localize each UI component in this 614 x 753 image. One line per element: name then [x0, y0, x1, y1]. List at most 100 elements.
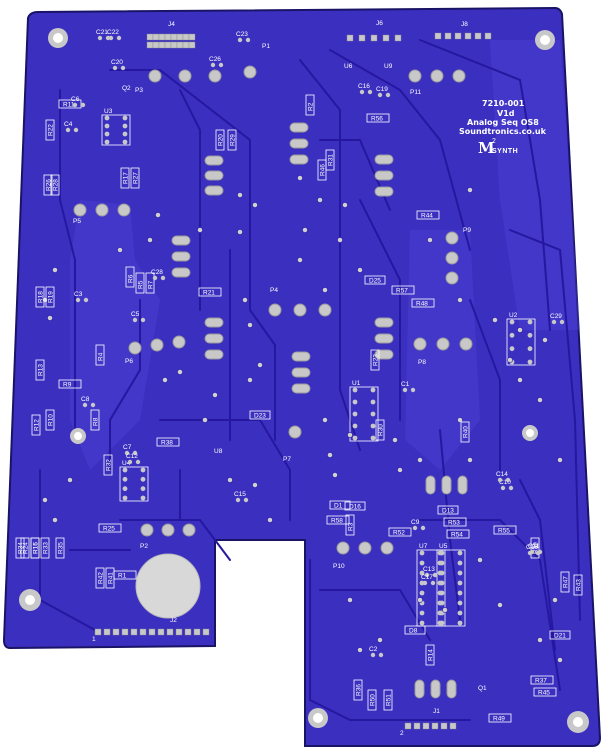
capacitor-label: C13: [423, 566, 435, 573]
capacitor-c10: C10: [499, 479, 514, 491]
diode-label: D1: [334, 503, 343, 510]
capacitor-c17: C17: [421, 574, 436, 586]
connector-label-j1: J1: [433, 708, 440, 715]
resistor-r38: R38: [156, 437, 180, 447]
capacitor-label: C21: [96, 29, 108, 36]
capacitor-c15: C15: [234, 491, 249, 503]
trimmer-pads: [171, 122, 468, 699]
resistor-label: R30: [378, 424, 385, 436]
capacitor-label: C8: [81, 396, 90, 403]
resistor-r39: R39: [530, 537, 540, 559]
resistor-label: R10: [48, 414, 55, 426]
resistor-label: R23: [373, 354, 380, 366]
diode-d23: D23: [249, 410, 271, 420]
resistor-label: R31: [328, 154, 335, 166]
resistor-label: R43: [576, 579, 583, 591]
resistor-label: R58: [331, 518, 343, 525]
resistor-r6: R6: [125, 266, 135, 288]
resistor-label: R37: [535, 678, 547, 685]
pot-p2-body: [135, 553, 201, 619]
pot-label-p4: P4: [270, 287, 278, 294]
diode-d21: D21: [549, 630, 571, 640]
diode-d25: D25: [364, 275, 386, 285]
mounting-hole-bottom-mid: [308, 708, 328, 728]
resistor-label: R13: [38, 364, 45, 376]
mounting-hole-mid-right: [522, 425, 538, 441]
resistor-label: R27: [133, 172, 140, 184]
diode-d1: D1: [329, 500, 351, 510]
resistor-r19: R19: [45, 286, 55, 308]
capacitor-label: C7: [123, 444, 132, 451]
capacitor-c6: C6: [71, 96, 86, 108]
mounting-hole-top-left: [48, 28, 68, 48]
ic-u7: U7: [416, 543, 446, 627]
resistor-label: R20: [218, 134, 225, 146]
resistor-r43: R43: [573, 574, 583, 596]
resistor-label: R25: [103, 526, 115, 533]
version-label: V1d: [497, 109, 515, 118]
capacitor-c18: C18: [526, 544, 541, 556]
resistor-r54: R54: [446, 529, 470, 539]
ic-u9: U9: [384, 63, 393, 70]
capacitor-c13: C13: [423, 566, 438, 578]
resistor-label: R49: [493, 716, 505, 723]
vias: [42, 175, 563, 663]
resistor-r57: R57: [391, 285, 415, 295]
resistor-r55: R55: [493, 525, 517, 535]
resistor-label: R53: [448, 520, 460, 527]
resistor-r44: R44: [416, 210, 440, 220]
resistor-label: R47: [563, 576, 570, 588]
resistor-label: R36: [356, 684, 363, 696]
resistor-r23: R23: [370, 349, 380, 371]
capacitor-c14: C14: [496, 471, 511, 483]
pot-label-p9: P9: [463, 227, 471, 234]
pot-label-p10: P10: [333, 563, 345, 570]
board-title-block: 7210-001 V1d Analog Seq OS8 Soundtronics…: [459, 99, 547, 157]
resistor-label: R56: [371, 116, 383, 123]
resistor-label: R29: [230, 134, 237, 146]
diode-label: D13: [442, 508, 454, 515]
ic-label: U8: [214, 448, 223, 455]
resistor-r22: R22: [45, 119, 55, 141]
capacitor-c7: C7: [123, 444, 138, 456]
resistor-label: R39: [533, 542, 540, 554]
logo: M 2 SYNTH: [478, 138, 518, 157]
resistor-r10: R10: [45, 409, 55, 431]
resistor-r50: R50: [367, 689, 377, 711]
connector-label-j6: J6: [376, 20, 383, 27]
diode-label: D16: [349, 504, 361, 511]
capacitor-c3: C3: [74, 291, 89, 303]
capacitor-label: C6: [71, 96, 80, 103]
resistor-r24: R24: [20, 537, 30, 559]
ic-u6: U6: [344, 63, 353, 70]
resistor-label: R55: [498, 528, 510, 535]
capacitor-label: C17: [421, 574, 433, 581]
resistor-label: R2: [308, 102, 315, 111]
connector-label-j2: J2: [170, 617, 177, 624]
board-name: Analog Seq OS8: [467, 118, 539, 127]
capacitor-c4: C4: [64, 121, 79, 133]
mounting-hole-mid-left: [70, 428, 86, 444]
transistor-q1: Q1: [478, 685, 487, 692]
capacitor-c16: C16: [358, 83, 373, 95]
silkscreen-parts: R1R2R3R4R5R6R7R8R9R10R11R12R13R14R15R16R…: [15, 20, 583, 737]
capacitor-label: C9: [411, 519, 420, 526]
diode-d13: D13: [437, 505, 459, 515]
resistor-r47: R47: [560, 571, 570, 593]
resistor-r42: R42: [95, 567, 105, 589]
resistor-r35: R35: [55, 537, 65, 559]
capacitor-label: C3: [74, 291, 83, 298]
resistor-r46: R46: [317, 159, 327, 181]
capacitor-c19: C19: [376, 86, 391, 98]
capacitor-label: C19: [376, 86, 388, 93]
resistor-r7: R7: [145, 272, 155, 294]
resistor-label: R51: [386, 694, 393, 706]
capacitor-c20: C20: [111, 59, 126, 71]
capacitor-label: C18: [526, 544, 538, 551]
capacitor-label: C16: [358, 83, 370, 90]
capacitor-c22: C22: [107, 29, 122, 41]
ic-label: U4: [122, 460, 131, 467]
capacitor-c9: C9: [411, 519, 426, 531]
resistor-r8: R8: [90, 409, 100, 431]
